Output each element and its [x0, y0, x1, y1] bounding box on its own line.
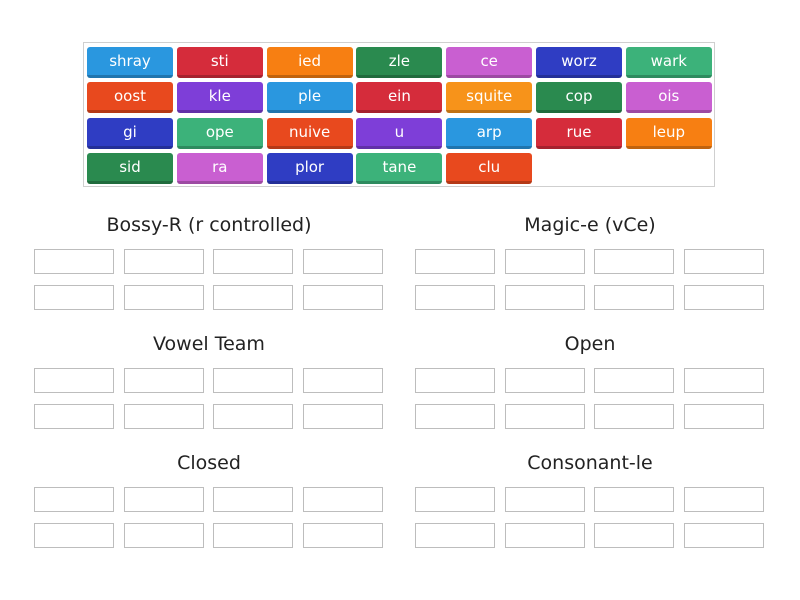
drop-slot[interactable]	[504, 522, 585, 548]
word-tile-sid[interactable]: sid	[87, 152, 173, 184]
word-tile-cop[interactable]: cop	[536, 82, 622, 114]
drop-slot[interactable]	[684, 284, 765, 310]
drop-slot[interactable]	[415, 487, 495, 512]
word-tile-tane[interactable]: tane	[356, 152, 443, 184]
drop-slot[interactable]	[594, 487, 675, 512]
word-tile-ope[interactable]: ope	[176, 117, 263, 149]
drop-slot[interactable]	[213, 403, 294, 429]
word-tile-ce[interactable]: ce	[446, 47, 533, 78]
word-tile-gi[interactable]: gi	[87, 117, 173, 149]
word-tile-ois[interactable]: ois	[625, 82, 712, 114]
drop-slot[interactable]	[684, 487, 765, 512]
word-tile-zle[interactable]: zle	[356, 47, 443, 78]
drop-slot[interactable]	[415, 403, 495, 429]
drop-slot[interactable]	[123, 368, 204, 393]
word-tile-clu[interactable]: clu	[446, 152, 533, 184]
group-title: Bossy-R (r controlled)	[106, 214, 312, 236]
drop-slot[interactable]	[123, 284, 204, 310]
group-title: Open	[564, 333, 616, 355]
group-title: Magic-e (vCe)	[524, 214, 656, 236]
drop-slot[interactable]	[684, 522, 765, 548]
drop-slot[interactable]	[504, 487, 585, 512]
word-tile-squite[interactable]: squite	[446, 82, 533, 114]
word-tile-rue[interactable]: rue	[536, 117, 622, 149]
drop-slot[interactable]	[213, 487, 294, 512]
drop-slot[interactable]	[34, 249, 114, 274]
drop-slot[interactable]	[123, 487, 204, 512]
drop-slot[interactable]	[684, 249, 765, 274]
drop-slot[interactable]	[415, 284, 495, 310]
word-tile-ple[interactable]: ple	[266, 82, 353, 114]
drop-slot[interactable]	[684, 368, 765, 393]
group-title: Closed	[177, 452, 241, 474]
drop-slot[interactable]	[34, 522, 114, 548]
word-tile-worz[interactable]: worz	[536, 47, 622, 78]
drop-slot[interactable]	[213, 522, 294, 548]
drop-slot[interactable]	[594, 249, 675, 274]
drop-slot[interactable]	[504, 368, 585, 393]
drop-slot[interactable]	[504, 284, 585, 310]
drop-slot[interactable]	[504, 403, 585, 429]
drop-slot[interactable]	[303, 403, 384, 429]
drop-slot[interactable]	[123, 249, 204, 274]
drop-slot[interactable]	[34, 403, 114, 429]
word-tile-plor[interactable]: plor	[266, 152, 353, 184]
word-tile-sti[interactable]: sti	[176, 47, 263, 78]
word-tile-u[interactable]: u	[356, 117, 443, 149]
drop-slot[interactable]	[303, 249, 384, 274]
drop-slot[interactable]	[303, 284, 384, 310]
drop-slot[interactable]	[415, 368, 495, 393]
drop-slot[interactable]	[415, 249, 495, 274]
word-tile-wark[interactable]: wark	[625, 47, 712, 78]
drop-slot[interactable]	[303, 487, 384, 512]
word-tile-oost[interactable]: oost	[87, 82, 173, 114]
word-tile-ra[interactable]: ra	[176, 152, 263, 184]
word-tile-leup[interactable]: leup	[625, 117, 712, 149]
drop-slot[interactable]	[594, 522, 675, 548]
group-title: Vowel Team	[153, 333, 265, 355]
word-tile-nuive[interactable]: nuive	[266, 117, 353, 149]
drop-slot[interactable]	[213, 249, 294, 274]
drop-slot[interactable]	[303, 368, 384, 393]
drop-slot[interactable]	[594, 284, 675, 310]
drop-slot[interactable]	[213, 284, 294, 310]
drop-slot[interactable]	[34, 368, 114, 393]
drop-slot[interactable]	[594, 403, 675, 429]
drop-slot[interactable]	[213, 368, 294, 393]
group-title: Consonant-le	[527, 452, 653, 474]
drop-slot[interactable]	[684, 403, 765, 429]
drop-slot[interactable]	[303, 522, 384, 548]
drop-slot[interactable]	[123, 403, 204, 429]
drop-slot[interactable]	[415, 522, 495, 548]
drop-slot[interactable]	[34, 284, 114, 310]
word-tile-ied[interactable]: ied	[266, 47, 353, 78]
word-tile-arp[interactable]: arp	[446, 117, 533, 149]
word-tile-kle[interactable]: kle	[176, 82, 263, 114]
drop-slot[interactable]	[123, 522, 204, 548]
word-tile-shray[interactable]: shray	[87, 47, 173, 78]
drop-slot[interactable]	[34, 487, 114, 512]
drop-slot[interactable]	[594, 368, 675, 393]
word-tile-ein[interactable]: ein	[356, 82, 443, 114]
drop-slot[interactable]	[504, 249, 585, 274]
